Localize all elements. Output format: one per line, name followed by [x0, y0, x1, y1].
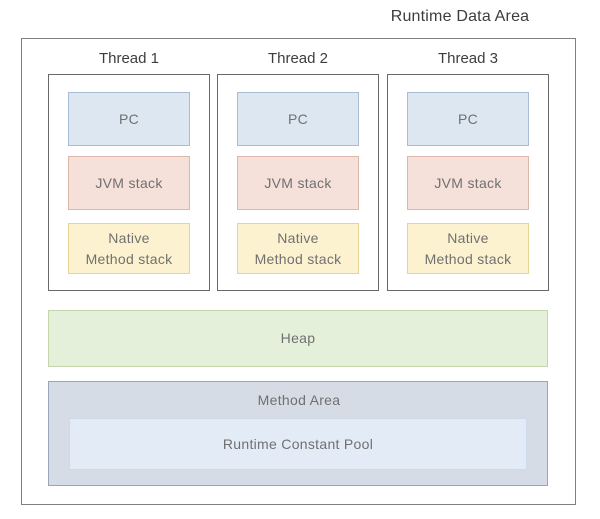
native-method-stack-box: Native Method stack — [237, 223, 359, 274]
thread-2-label: Thread 2 — [267, 50, 329, 67]
thread-1-label: Thread 1 — [98, 50, 160, 67]
jvm-stack-box: JVM stack — [407, 156, 529, 210]
method-area-label: Method Area — [257, 392, 341, 408]
thread-3-label: Thread 3 — [437, 50, 499, 67]
thread-3-box: PC JVM stack Native Method stack — [387, 74, 549, 291]
pc-box: PC — [407, 92, 529, 146]
jvm-stack-box: JVM stack — [237, 156, 359, 210]
heap-box: Heap — [48, 310, 548, 367]
jvm-stack-box: JVM stack — [68, 156, 190, 210]
thread-2-box: PC JVM stack Native Method stack — [217, 74, 379, 291]
native-method-stack-box: Native Method stack — [407, 223, 529, 274]
thread-1-box: PC JVM stack Native Method stack — [48, 74, 210, 291]
runtime-constant-pool-box: Runtime Constant Pool — [69, 418, 527, 470]
native-method-stack-box: Native Method stack — [68, 223, 190, 274]
method-area-box: Method Area Runtime Constant Pool — [48, 381, 548, 486]
pc-box: PC — [68, 92, 190, 146]
pc-box: PC — [237, 92, 359, 146]
diagram-title: Runtime Data Area — [390, 8, 530, 25]
